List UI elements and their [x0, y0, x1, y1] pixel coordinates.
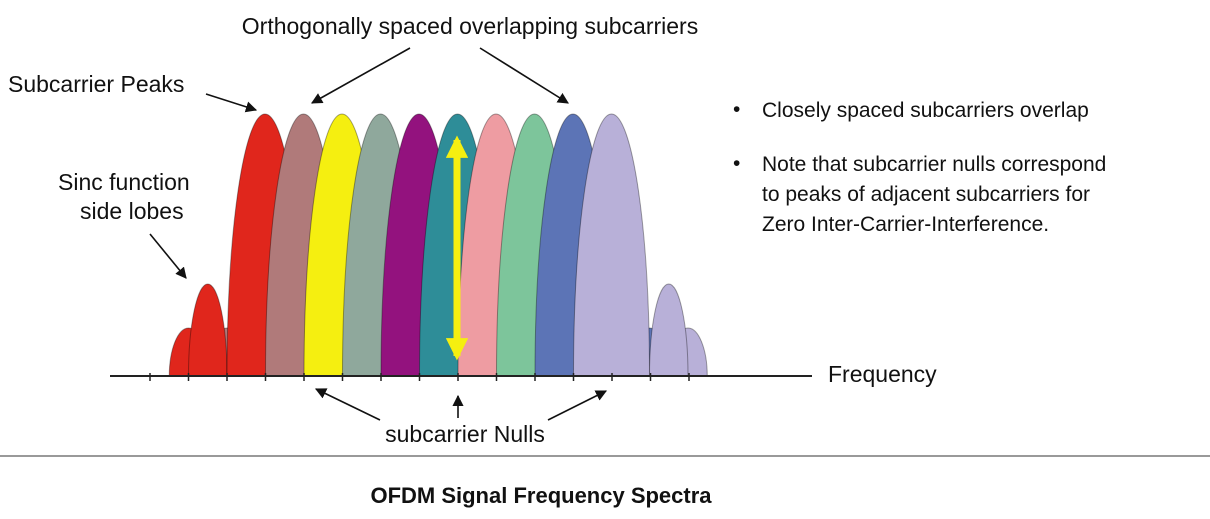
top-annotation-arrow-left [311, 47, 411, 104]
bullet-2-line-1: Note that subcarrier nulls correspond [762, 153, 1106, 176]
bullet-1: Closely spaced subcarriers overlap [762, 99, 1089, 122]
axis-ticks [149, 373, 690, 381]
top-annotation: Orthogonally spaced overlapping subcarri… [242, 13, 698, 39]
side-lobe-1-right [648, 283, 689, 377]
nulls-arrow-right [547, 390, 608, 421]
subcarrier-peaks-arrow [205, 93, 258, 113]
bullet-2-line-2: to peaks of adjacent subcarriers for [762, 183, 1090, 206]
sinc-label-line-1: Sinc function [58, 169, 190, 195]
subcarrier-peaks-label: Subcarrier Peaks [8, 71, 184, 97]
side-lobe-1-left [187, 283, 228, 377]
subcarrier-nulls-label: subcarrier Nulls [385, 421, 545, 447]
nulls-arrow-left [314, 388, 381, 421]
subcarrier-spectra [168, 113, 708, 377]
figure-caption: OFDM Signal Frequency Spectra [370, 483, 712, 508]
subcarrier-main-lobe [572, 113, 651, 377]
frequency-axis-label: Frequency [828, 361, 937, 387]
bullet-dot-2: • [733, 152, 740, 175]
bullet-dot-1: • [733, 98, 740, 121]
bullet-2-line-3: Zero Inter-Carrier-Interference. [762, 213, 1049, 236]
top-annotation-arrow-right [479, 47, 569, 104]
sinc-label-line-2: side lobes [80, 198, 184, 224]
sinc-side-lobes-arrow [149, 233, 187, 279]
